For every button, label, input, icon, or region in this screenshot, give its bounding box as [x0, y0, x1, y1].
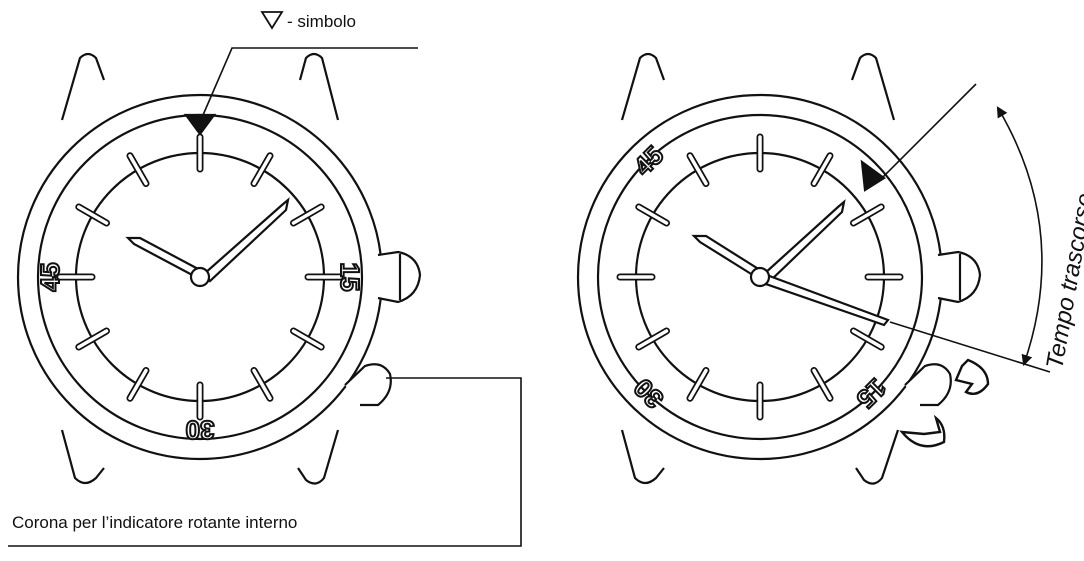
lug-bottom-left-r — [620, 429, 665, 485]
crown-leader-line — [8, 377, 522, 547]
hour-index-tick-fill — [128, 368, 148, 400]
lug-bottom-right — [297, 429, 340, 485]
tick-marks-right — [616, 133, 904, 421]
lug-bottom-left — [60, 429, 105, 485]
watch-left — [16, 52, 422, 485]
rotation-arrow-icon — [899, 358, 990, 448]
hour-index-tick-fill — [637, 329, 669, 349]
hour-index-tick-fill — [291, 329, 323, 349]
lug-top-left — [60, 52, 106, 121]
lug-top-right — [298, 52, 340, 121]
crown-inner-rotating — [344, 363, 392, 407]
tick-marks-left — [56, 133, 344, 421]
hands-center-r — [749, 266, 771, 288]
hour-index-tick-fill — [851, 329, 883, 349]
watch-right — [576, 52, 982, 485]
bezel-45-left: 45 — [35, 263, 65, 292]
triangle-symbol-icon-r — [860, 159, 886, 192]
triangle-outline-icon — [260, 11, 284, 30]
crown-callout: Corona per l’indicatore rotante interno — [8, 377, 522, 547]
bezel-ring-r — [596, 113, 924, 441]
hour-index-tick-fill — [77, 205, 109, 225]
bezel-15-left: 15 — [335, 263, 365, 292]
hour-index-tick-fill — [688, 368, 708, 400]
bezel-30-left: 30 — [186, 415, 215, 445]
hour-index-tick-fill — [128, 154, 148, 186]
rotation-arrow-lower — [899, 414, 946, 448]
crown-label: Corona per l’indicatore rotante interno — [12, 513, 297, 532]
hour-index-tick-fill — [812, 368, 832, 400]
lug-top-right-r — [850, 52, 896, 121]
hour-index-tick-fill — [851, 205, 883, 225]
symbol-leader-line — [199, 47, 418, 123]
hour-index-tick-fill — [252, 368, 272, 400]
elapsed-arc — [996, 106, 1043, 367]
bezel-numbers-left: 15 30 45 — [34, 262, 366, 447]
hour-index-tick-fill — [812, 154, 832, 186]
lug-top-left-r — [620, 52, 666, 121]
crown-inner-rotating-r — [904, 363, 952, 407]
hands-center — [189, 266, 211, 288]
rotation-arrow-upper — [954, 358, 990, 395]
lug-bottom-right-r — [855, 429, 900, 485]
hour-index-tick-fill — [291, 205, 323, 225]
hour-index-tick-fill — [252, 154, 272, 186]
elapsed-pointer-top — [879, 83, 977, 181]
hour-index-tick-fill — [637, 205, 669, 225]
triangle-symbol-icon — [183, 113, 217, 136]
elapsed-label: Tempo trascorso — [1041, 191, 1084, 371]
hour-index-tick-fill — [77, 329, 109, 349]
hour-index-tick-fill — [688, 154, 708, 186]
symbol-callout: - simbolo — [199, 11, 418, 123]
symbol-label: - simbolo — [287, 12, 356, 31]
elapsed-indicator — [879, 83, 1051, 373]
